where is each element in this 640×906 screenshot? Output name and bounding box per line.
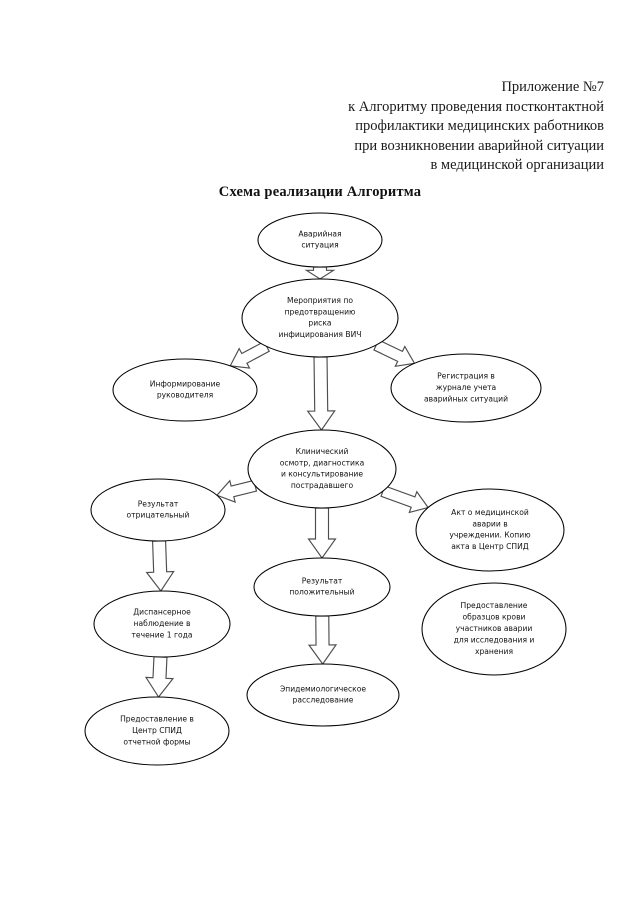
node-ellipse [112, 358, 258, 422]
node-ellipse [90, 478, 226, 542]
flow-arrow-n9-to-n12 [144, 656, 175, 699]
flow-node: Предоставление в Центр СПИД отчетной формы [84, 696, 230, 766]
node-label-line: осмотр, диагностика [280, 458, 364, 467]
node-ellipse [241, 278, 399, 358]
node-label-line: инфицирования ВИЧ [278, 330, 361, 339]
node-ellipse [246, 663, 400, 727]
node-ellipse [247, 429, 397, 509]
node-label-line: Результат [302, 576, 343, 585]
flow-node: Аварийная ситуация [257, 212, 383, 268]
node-label-line: Клинический [296, 447, 349, 456]
header-line-4: при возникновении аварийной ситуации [354, 137, 604, 154]
node-label-line: Аварийная [298, 229, 341, 238]
flow-node: Регистрация в журнале учета аварийных ситу… [390, 353, 542, 423]
header-line-5: в медицинской организации [430, 157, 604, 173]
node-label-line: предотвращению [285, 307, 356, 316]
node-label-line: Предоставление [461, 601, 528, 610]
node-ellipse [390, 353, 542, 423]
header-line-3: профилактики медицинских работников [355, 118, 604, 134]
flow-arrow-n2-to-n3 [229, 340, 271, 369]
node-label-line: Предоставление в [120, 715, 194, 724]
node-label-line: Центр СПИД [132, 726, 182, 735]
node-ellipse [253, 557, 391, 617]
header-line-2: к Алгоритму проведения постконтактной [348, 98, 604, 115]
node-ellipse [257, 212, 383, 268]
node-label-line: участников аварии [456, 624, 533, 633]
node-ellipse [415, 488, 565, 572]
node-label-line: Регистрация в [437, 372, 495, 381]
node-label-line: хранения [475, 647, 513, 656]
node-label-line: Мероприятия по [287, 296, 353, 305]
header-line-1: Приложение №7 [501, 79, 604, 95]
flow-arrow-n8-to-n11 [307, 615, 338, 665]
diagram-title: Схема реализации Алгоритма [218, 184, 422, 200]
node-label-line: аварии в [472, 519, 508, 528]
node-label-line: ситуация [301, 241, 338, 250]
flow-node: Результат положительный [253, 557, 391, 617]
flow-node: Акт о медицинской аварии в учреждении. Коп… [415, 488, 565, 572]
flow-arrow-n5-to-n6 [215, 479, 258, 503]
flow-node: Предоставление образцов крови участников а… [421, 582, 567, 676]
node-label-line: Диспансерное [133, 608, 191, 617]
flow-node: Информирование руководителя [112, 358, 258, 422]
node-label-line: отчетной формы [123, 737, 190, 746]
node-label-line: для исследования и [454, 635, 535, 644]
node-label-line: журнале учета [436, 383, 496, 392]
node-label-line: отрицательный [127, 511, 190, 520]
node-label-line: течение 1 года [131, 630, 192, 639]
node-label-line: положительный [289, 588, 354, 597]
node-label-line: акта в Центр СПИД [451, 542, 529, 551]
flow-arrow-n2-to-n4 [373, 339, 416, 368]
node-ellipse [421, 582, 567, 676]
flow-node: Эпидемиологическое расследование [246, 663, 400, 727]
flow-arrow-n5-to-n7 [380, 485, 430, 514]
flow-arrow-n5-to-n8 [307, 507, 337, 559]
node-ellipse [84, 696, 230, 766]
document-header: Приложение №7 к Алгоритму проведения пос… [204, 78, 604, 176]
flow-node: Мероприятия по предотвращению риска инфицир… [241, 278, 399, 358]
node-label-line: и консультирование [281, 470, 363, 479]
flow-arrow-n6-to-n9 [145, 540, 175, 592]
flow-arrow-n2-to-n5 [306, 356, 336, 431]
node-label-line: руководителя [157, 391, 213, 400]
flow-node: Клинический осмотр, диагностика и консульт… [247, 429, 397, 509]
flow-node: Диспансерное наблюдение в течение 1 года [93, 590, 231, 658]
node-label-line: пострадавшего [291, 481, 354, 490]
node-label-line: Акт о медицинской [451, 508, 529, 517]
node-label-line: образцов крови [462, 613, 525, 622]
node-label-line: Эпидемиологическое [280, 684, 366, 693]
node-label-line: расследование [293, 696, 354, 705]
node-label-line: риска [308, 319, 331, 328]
node-label-line: наблюдение в [134, 619, 191, 628]
node-label-line: аварийных ситуаций [424, 394, 508, 403]
node-label-line: Результат [138, 499, 179, 508]
node-label-line: Информирование [150, 379, 221, 388]
node-ellipse [93, 590, 231, 658]
flow-node: Результат отрицательный [90, 478, 226, 542]
flow-arrow-n1-to-n2 [304, 266, 336, 280]
node-label-line: учреждении. Копию [449, 531, 530, 540]
